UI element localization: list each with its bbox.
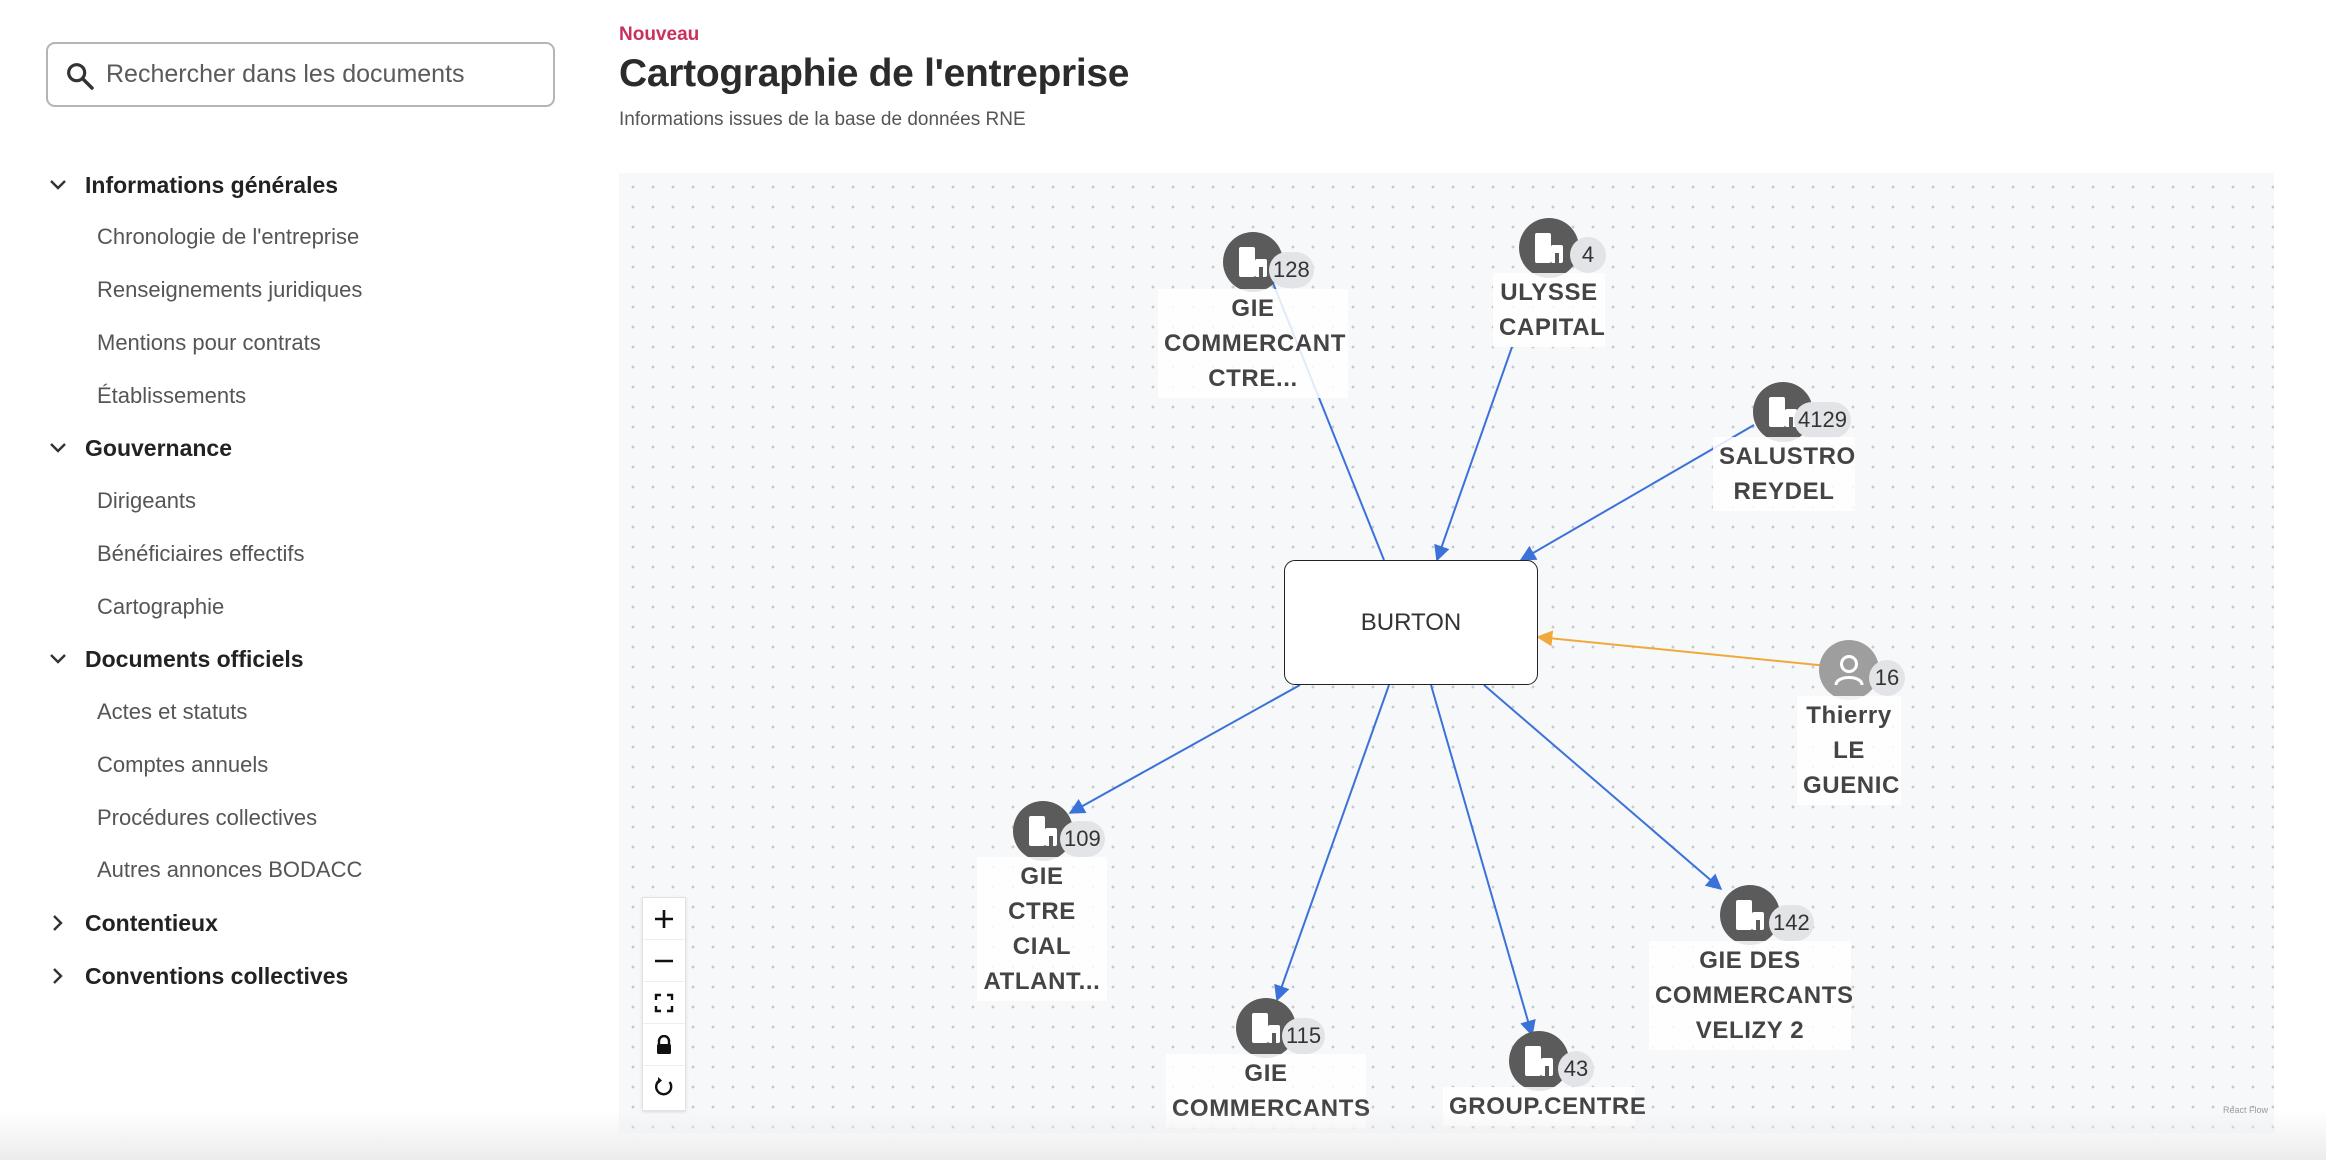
graph-canvas[interactable]: BURTON 128 GIE COMMERCANT CTRE... 4 ULYS… (619, 173, 2274, 1133)
node-label-line: CTRE... (1208, 365, 1298, 392)
node-label: SALUSTRO REYDEL (1713, 437, 1855, 511)
nav-item-actes-statuts[interactable]: Actes et statuts (97, 699, 248, 724)
edge-gie-commercants (1274, 684, 1390, 1002)
node-label-line: VELIZY 2 (1695, 1017, 1805, 1044)
nav-item-dirigeants[interactable]: Dirigeants (97, 488, 197, 513)
section-documents-officiels[interactable]: Documents officiels (46, 639, 304, 679)
building-icon (1720, 885, 1780, 945)
section-label: Conventions collectives (85, 962, 349, 989)
chevron-right-icon (46, 964, 70, 988)
edge-gie-des-commercants-velizy (1483, 684, 1723, 891)
plus-icon (655, 909, 673, 928)
search-input[interactable] (106, 44, 546, 105)
page-subtitle: Informations issues de la base de donnée… (619, 109, 1026, 130)
nav-item-mentions-contrats[interactable]: Mentions pour contrats (97, 330, 321, 355)
node-label-line: COMMERCANT (1164, 330, 1346, 357)
node-label-line: LE (1833, 737, 1865, 764)
section-label: Documents officiels (85, 645, 304, 672)
nav-item-autres-annonces-bodacc[interactable]: Autres annonces BODACC (97, 857, 363, 882)
edge-thierry-le-guenic (1536, 630, 1849, 669)
node-label-line: Thierry (1806, 702, 1892, 729)
center-node[interactable]: BURTON (1284, 560, 1538, 685)
nav-item-beneficiaires-effectifs[interactable]: Bénéficiaires effectifs (97, 541, 305, 566)
zoom-out-button[interactable] (643, 940, 685, 982)
node-count-badge: 4129 (1794, 402, 1851, 438)
node-count-badge: 43 (1558, 1051, 1594, 1087)
node-label-line: ATLANT... (983, 968, 1101, 995)
node-label: Thierry LE GUENIC (1797, 696, 1901, 805)
chevron-down-icon (46, 173, 70, 197)
building-icon (1519, 218, 1579, 278)
page-title: Cartographie de l'entreprise (619, 52, 1130, 95)
edge-group-centre (1430, 684, 1536, 1037)
section-informations-generales[interactable]: Informations générales (46, 165, 338, 205)
new-badge: Nouveau (619, 24, 700, 45)
search-icon (67, 63, 94, 90)
node-label-line: CAPITAL (1499, 314, 1606, 341)
node-label-line: SALUSTRO (1719, 443, 1856, 470)
section-gouvernance[interactable]: Gouvernance (46, 428, 232, 468)
node-label-line: REYDEL (1733, 478, 1835, 505)
nav-item-etablissements[interactable]: Établissements (97, 383, 247, 408)
fit-view-button[interactable] (643, 982, 685, 1024)
node-label: GIE CTRE CIAL ATLANT... (977, 857, 1107, 1001)
node-label: GIE COMMERCANT CTRE... (1158, 289, 1348, 398)
node-label-line: GIE (1231, 295, 1275, 322)
graph-controls (642, 897, 686, 1111)
node-label-line: GIE (1244, 1060, 1288, 1087)
node-count-badge: 142 (1769, 905, 1814, 941)
edge-gie-ctre-cial-atlant (1068, 684, 1301, 814)
nav-item-comptes-annuels[interactable]: Comptes annuels (97, 752, 269, 777)
graph-edges (1068, 272, 1849, 1037)
node-label-line: GIE DES (1699, 947, 1801, 974)
edge-ulysse-capital (1434, 346, 1513, 562)
lock-button[interactable] (643, 1024, 685, 1066)
node-label-line: GIE CTRE (1008, 863, 1076, 925)
lock-icon (657, 1034, 671, 1054)
refresh-icon (655, 1077, 673, 1096)
section-conventions-collectives[interactable]: Conventions collectives (46, 956, 348, 996)
section-label: Contentieux (85, 909, 218, 936)
fit-view-icon (654, 993, 674, 1012)
chevron-down-icon (46, 647, 70, 671)
bottom-shade (0, 1110, 2326, 1160)
zoom-in-button[interactable] (643, 898, 685, 940)
node-label-line: GUENIC (1803, 772, 1900, 799)
nav-item-renseignements-juridiques[interactable]: Renseignements juridiques (97, 277, 363, 302)
reset-button[interactable] (643, 1066, 685, 1108)
section-contentieux[interactable]: Contentieux (46, 903, 218, 943)
search-box[interactable] (46, 42, 555, 107)
nav-item-cartographie[interactable]: Cartographie (97, 594, 225, 619)
node-label: GIE DES COMMERCANTS VELIZY 2 (1649, 941, 1854, 1050)
nav-item-procedures-collectives[interactable]: Procédures collectives (97, 805, 318, 830)
node-label-line: ULYSSE (1500, 279, 1598, 306)
nav-item-chronologie[interactable]: Chronologie de l'entreprise (97, 224, 360, 249)
node-count-badge: 109 (1060, 821, 1105, 857)
section-label: Gouvernance (85, 434, 232, 461)
section-label: Informations générales (85, 171, 339, 198)
node-count-badge: 16 (1869, 660, 1905, 696)
sidebar: Informations générales Chronologie de l'… (0, 0, 590, 1160)
chevron-down-icon (46, 436, 70, 460)
node-label: ULYSSE CAPITAL (1493, 273, 1605, 347)
minus-icon (655, 959, 673, 962)
node-count-badge: 4 (1570, 237, 1606, 273)
node-label-line: COMMERCANTS (1655, 982, 1854, 1009)
chevron-right-icon (46, 911, 70, 935)
person-icon (1819, 640, 1879, 700)
node-count-badge: 115 (1282, 1018, 1326, 1054)
node-count-badge: 128 (1269, 252, 1314, 288)
node-label-line: CIAL (1012, 933, 1072, 960)
